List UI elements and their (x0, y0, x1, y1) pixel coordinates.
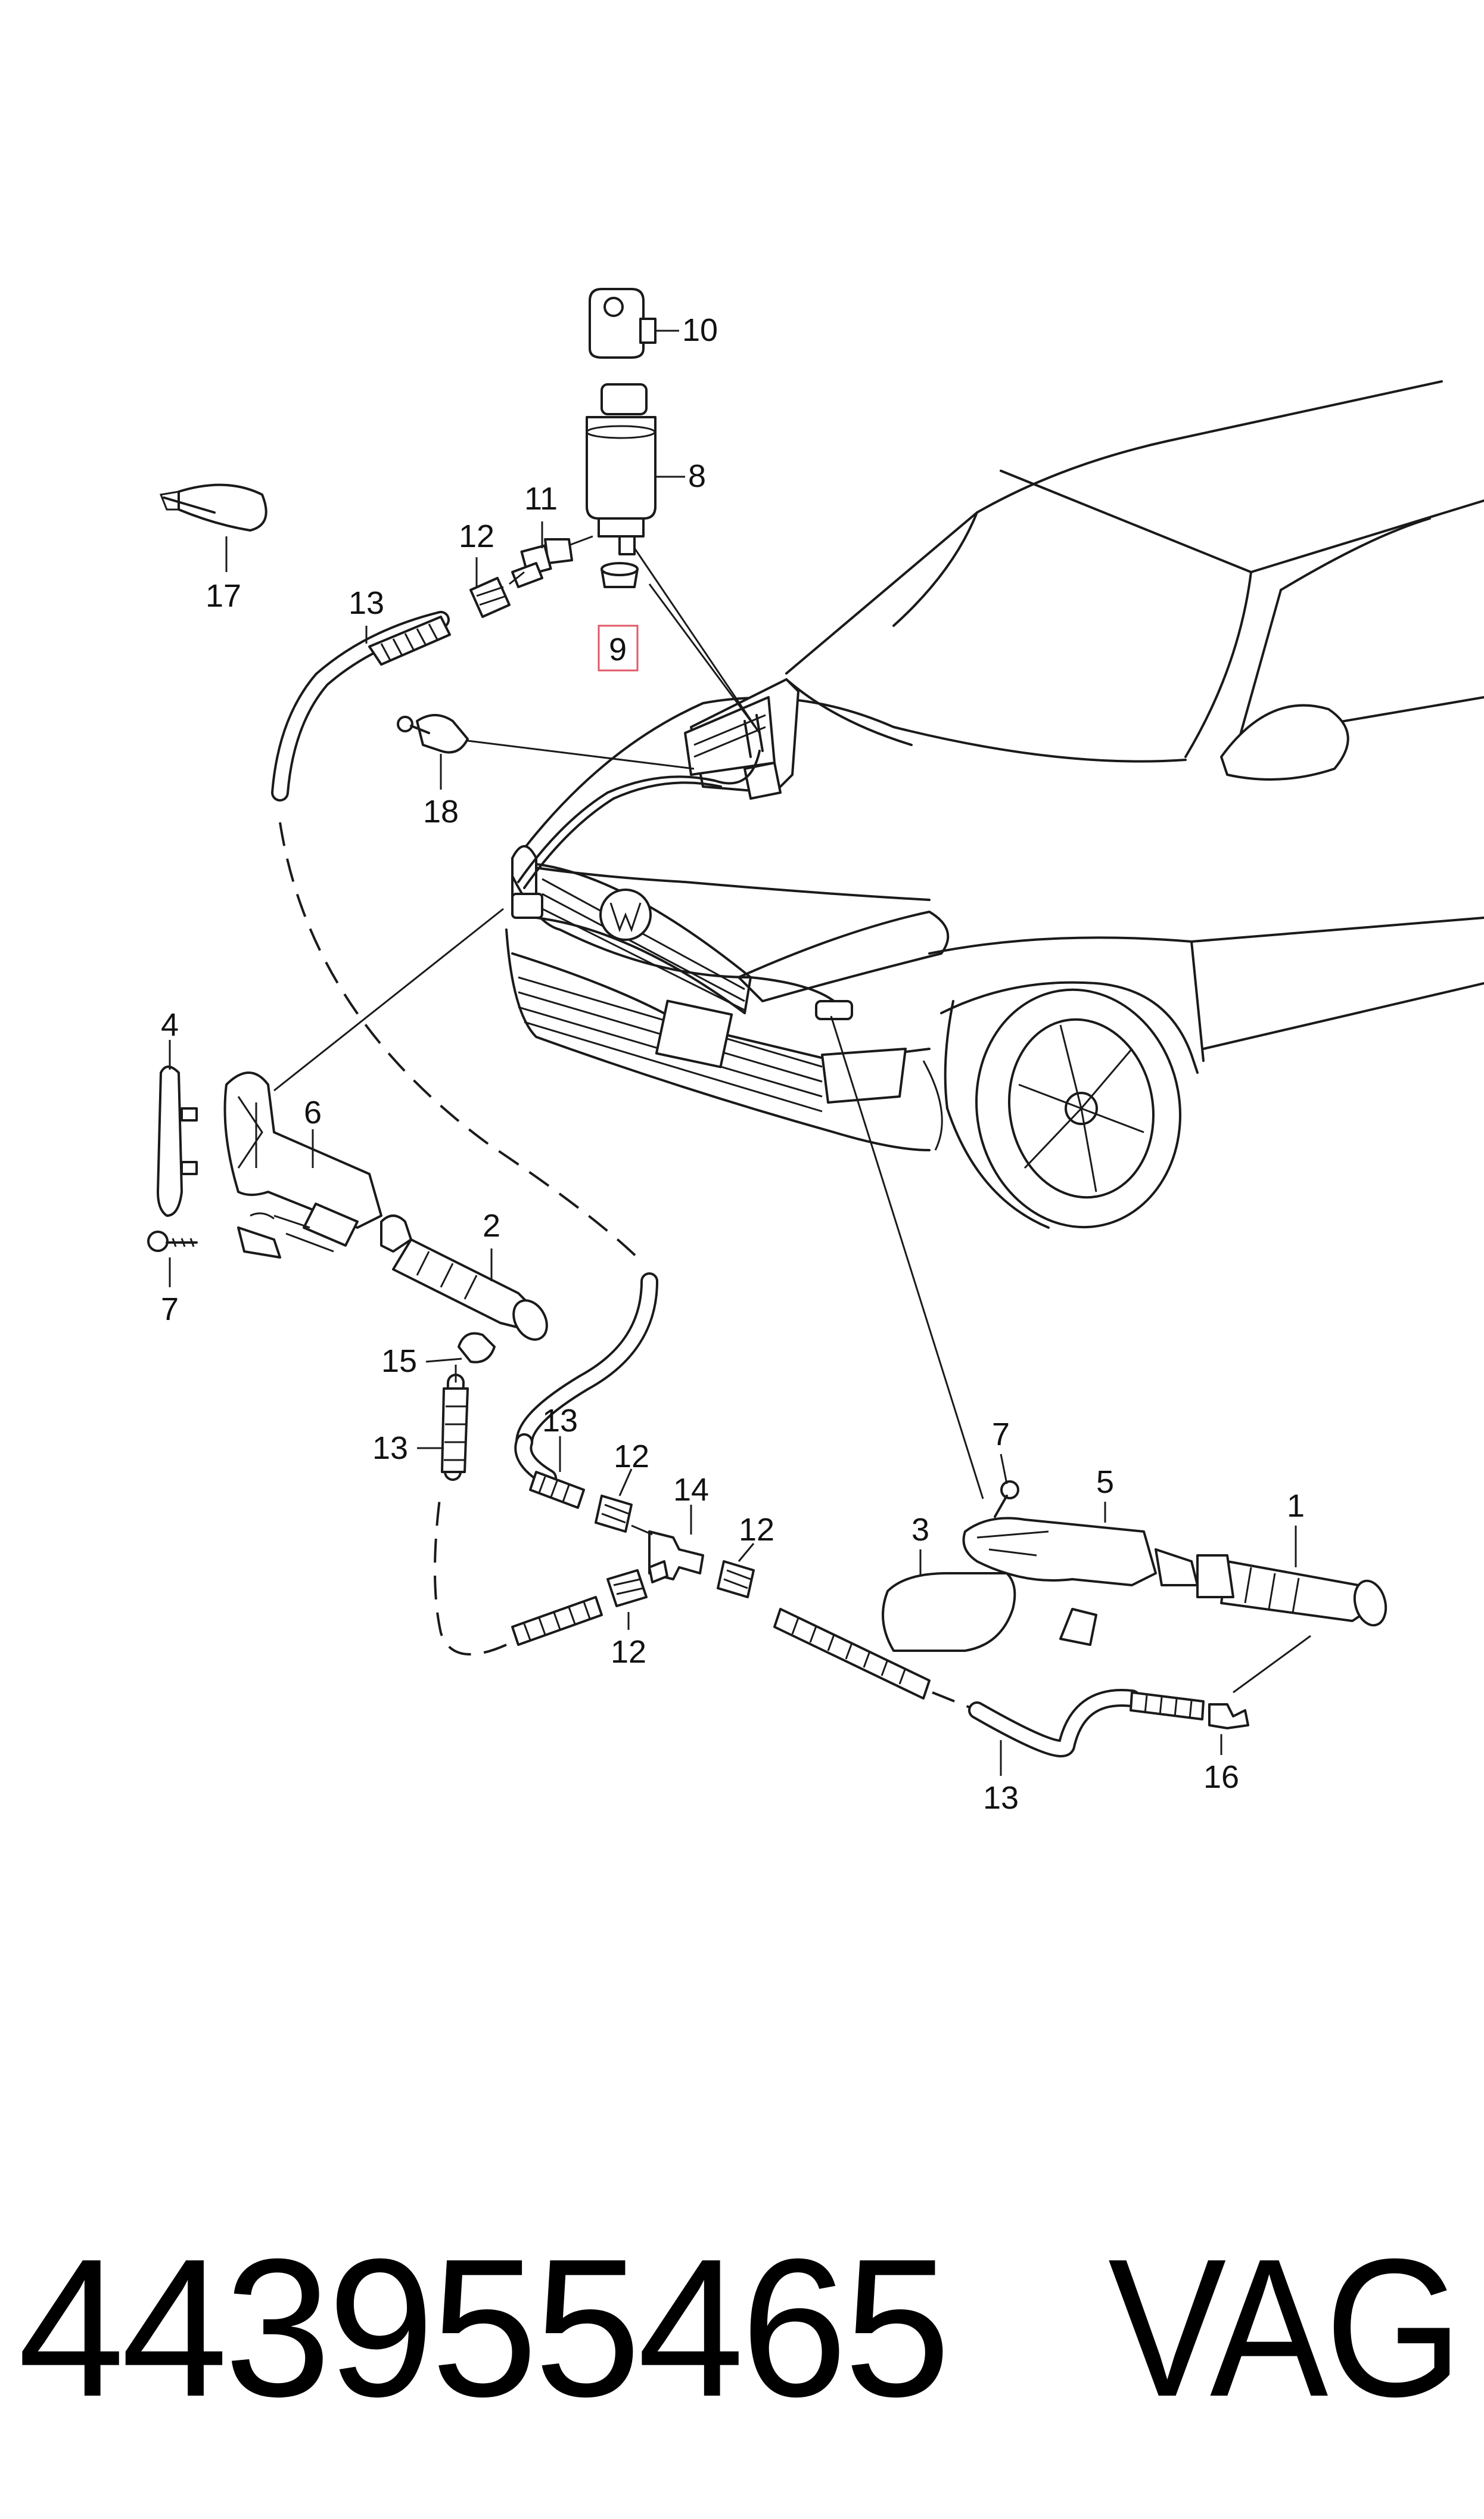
cable-tie-17 (159, 483, 267, 532)
callout-4: 4 (161, 1007, 179, 1043)
screw-7-right (994, 1480, 1019, 1518)
right-bracket-5 (962, 1517, 1199, 1646)
part-number: 443955465 (18, 2217, 947, 2437)
left-cap-4 (157, 1066, 198, 1217)
callout-7: 7 (992, 1417, 1010, 1452)
callout-5: 5 (1096, 1464, 1114, 1500)
callout-12: 12 (739, 1512, 774, 1548)
callout-13: 13 (349, 585, 384, 621)
callout-1: 1 (1287, 1488, 1305, 1524)
callout-leaders (169, 330, 1297, 1776)
callout-10: 10 (682, 312, 718, 348)
brand-name: VAG (1108, 2217, 1460, 2437)
callout-7: 7 (161, 1291, 179, 1327)
electrical-harness (511, 714, 853, 1020)
callout-13: 13 (542, 1403, 578, 1439)
right-cover-3 (882, 1572, 1016, 1652)
callout-12: 12 (614, 1439, 649, 1474)
left-nozzle-2 (380, 1215, 548, 1341)
callout-13: 13 (372, 1430, 408, 1466)
leader-lines (273, 539, 1311, 1694)
grommet-9 (601, 562, 639, 588)
connector-10 (589, 288, 657, 359)
footer: 443955465 VAG (18, 2217, 1463, 2437)
callout-12: 12 (459, 518, 494, 554)
callout-8: 8 (688, 458, 706, 494)
washer-pump-8 (586, 383, 657, 555)
callout-9: 9 (609, 632, 627, 667)
callout-15: 15 (381, 1343, 417, 1379)
callout-11: 11 (524, 481, 558, 517)
callout-labels: 10 8 11 12 17 13 9 18 4 6 7 2 15 13 13 1… (161, 312, 1305, 1816)
callout-17: 17 (206, 578, 241, 614)
callout-13: 13 (983, 1780, 1019, 1816)
right-nozzle-1 (1196, 1554, 1387, 1627)
callout-12: 12 (611, 1634, 646, 1670)
screw-7-left (147, 1231, 198, 1252)
left-bracket-6 (223, 1071, 382, 1259)
hose-system (271, 562, 1249, 1757)
vehicle-illustration (505, 380, 1484, 1229)
holder-18 (397, 714, 469, 754)
highlight-box-9 (598, 625, 639, 672)
callout-3: 3 (911, 1512, 929, 1548)
washer-reservoir (684, 678, 799, 800)
check-valve-11 (520, 535, 593, 576)
callout-14: 14 (673, 1472, 709, 1508)
callout-2: 2 (483, 1208, 500, 1244)
callout-18: 18 (423, 794, 459, 830)
callout-6: 6 (304, 1095, 322, 1130)
callout-16: 16 (1203, 1759, 1239, 1795)
